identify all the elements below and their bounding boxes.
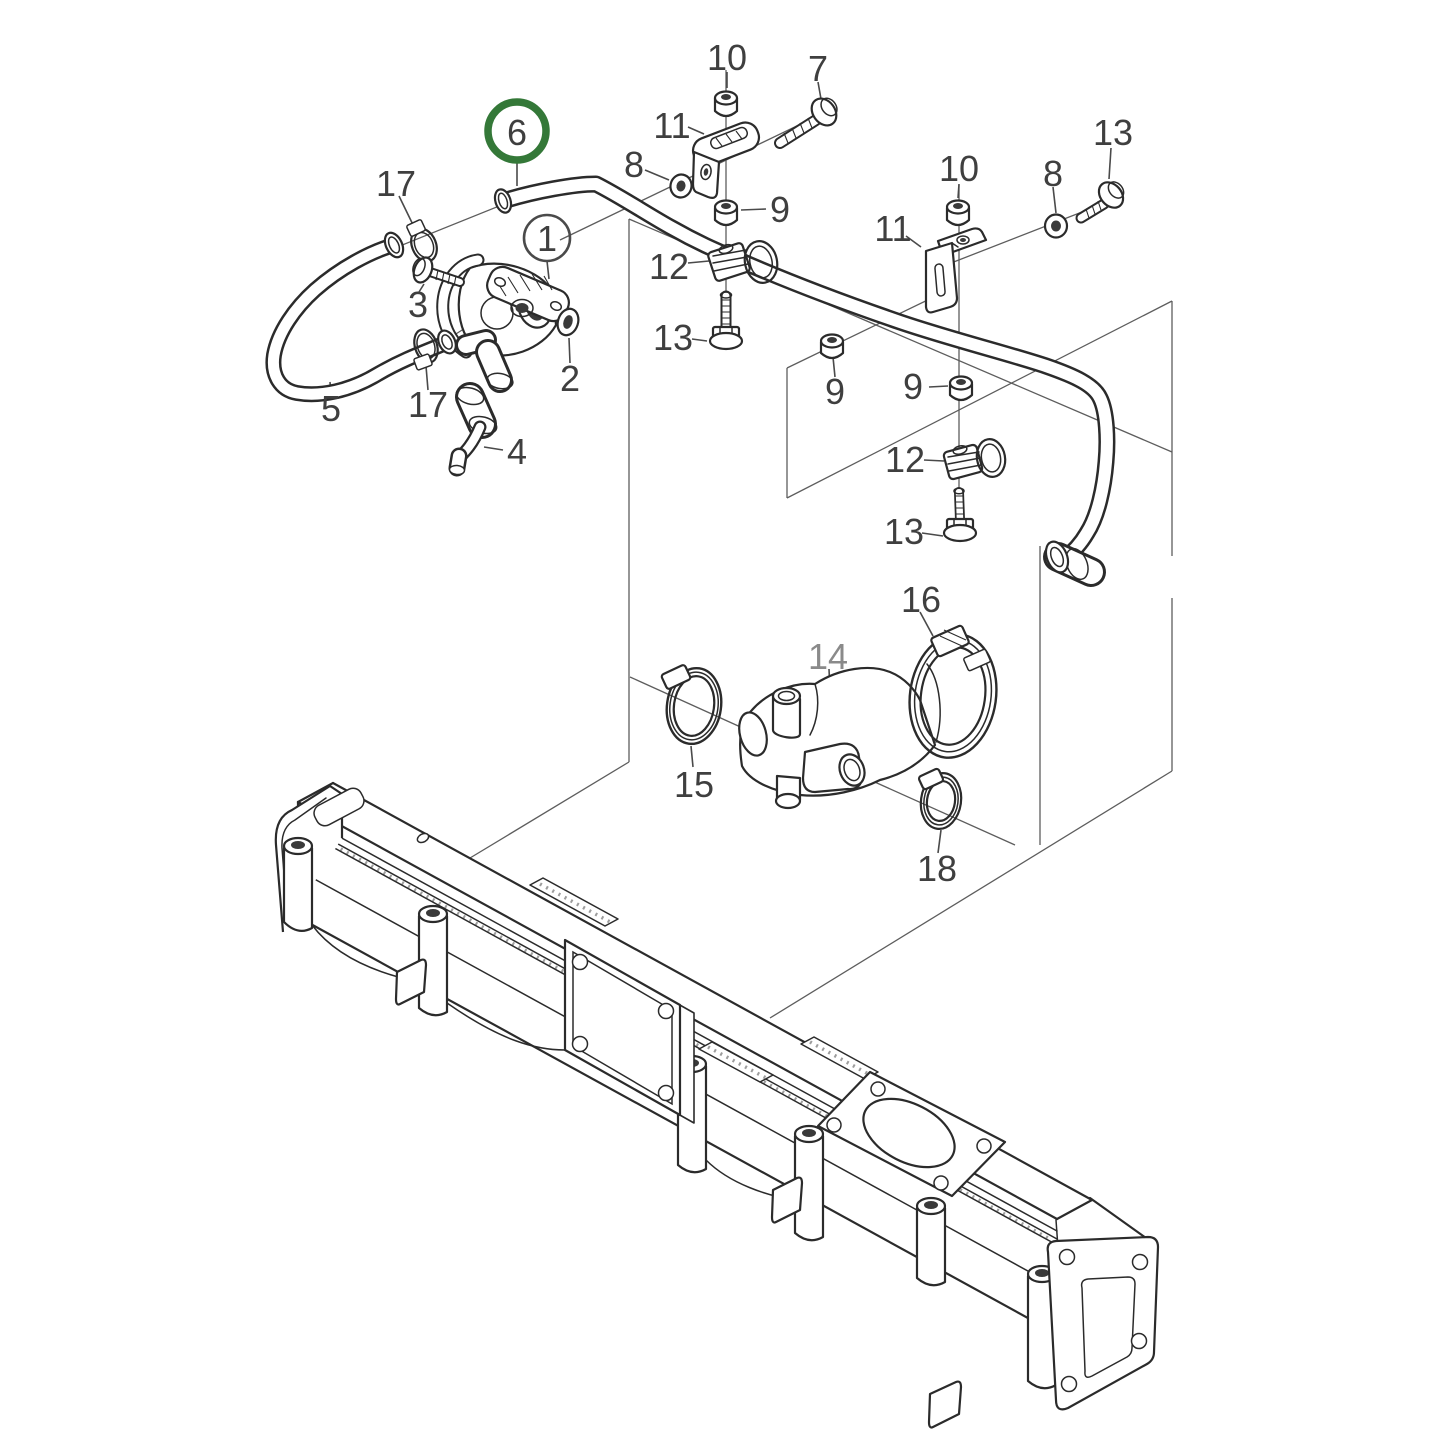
callout-9-left[interactable]: 9 (770, 189, 790, 230)
callout-8-left[interactable]: 8 (624, 144, 644, 185)
manifold-pin-hole (416, 832, 430, 844)
bolt-3 (412, 256, 465, 287)
callout-8-right[interactable]: 8 (1043, 153, 1063, 194)
hose-clamp-15 (660, 664, 723, 746)
screw-13b-top (1075, 181, 1125, 224)
nut-10b (945, 199, 971, 227)
callout-13-topright[interactable]: 13 (1093, 112, 1133, 153)
leader-lines (329, 72, 1112, 854)
callout-11-right[interactable]: 11 (874, 208, 911, 249)
washer-2 (556, 307, 580, 337)
hose-clamp-16 (908, 624, 998, 759)
nut-9b-right (948, 375, 974, 402)
manifold-tabs (394, 958, 963, 1429)
washer-8b (1043, 213, 1069, 239)
elbow-fitting-4 (448, 382, 498, 477)
hose-6[interactable] (492, 175, 1116, 587)
callout-2[interactable]: 2 (560, 358, 580, 399)
callout-16[interactable]: 16 (901, 579, 941, 620)
screw-7 (774, 97, 838, 149)
bracket-cluster-right (819, 181, 1125, 543)
clamp-12b (942, 438, 1007, 481)
elbow-side-port (801, 742, 866, 794)
callout-14[interactable]: 14 (808, 636, 848, 677)
valve-assembly-1 (436, 253, 570, 393)
callout-15[interactable]: 15 (674, 764, 714, 805)
callout-12-left[interactable]: 12 (649, 246, 689, 287)
nut-9b-left (819, 333, 845, 360)
elbow-pipe-assembly (660, 624, 998, 830)
callout-1[interactable]: 1 (537, 218, 557, 259)
bolt-13a (708, 290, 744, 351)
elbow-bottom-port (774, 774, 802, 810)
callout-4[interactable]: 4 (507, 431, 527, 472)
callout-13-left[interactable]: 13 (653, 317, 693, 358)
elbow-top-port (771, 686, 802, 739)
nut-9a (713, 199, 739, 227)
callout-7[interactable]: 7 (808, 48, 828, 89)
callout-5[interactable]: 5 (321, 388, 341, 429)
bolt-13b (942, 487, 978, 543)
callout-3[interactable]: 3 (408, 284, 428, 325)
hose-clamp-17a (406, 219, 438, 263)
callout-12-right[interactable]: 12 (885, 439, 925, 480)
hose-5 (265, 231, 454, 403)
bracket-11b (924, 227, 988, 314)
callout-10-right[interactable]: 10 (939, 148, 979, 189)
callout-9-mid[interactable]: 9 (825, 371, 845, 412)
bracket-11a (691, 121, 761, 199)
hose-clamp-18 (917, 767, 963, 830)
manifold-pads (529, 877, 879, 1083)
washer-8a (669, 173, 693, 199)
callout-17-bottom[interactable]: 17 (408, 384, 448, 425)
manifold-flange-oval (816, 1070, 1007, 1198)
clamp-12a (707, 240, 779, 284)
manifold-flange-end (1046, 1235, 1160, 1411)
callout-11-left[interactable]: 11 (653, 105, 690, 146)
callout-17-top[interactable]: 17 (376, 163, 416, 204)
nut-10a (713, 90, 739, 118)
callout-18[interactable]: 18 (917, 848, 957, 889)
callout-10-left[interactable]: 10 (707, 37, 747, 78)
manifold-assembly (274, 781, 1160, 1429)
callout-6-highlight-circle[interactable] (484, 98, 550, 164)
manifold-slot (313, 787, 365, 827)
callout-1-circle[interactable] (522, 213, 572, 263)
bracket-cluster-left (669, 90, 838, 351)
callout-13-right[interactable]: 13 (884, 511, 924, 552)
callouts: 10 7 13 6 8 11 9 10 8 11 1 17 12 13 9 9 … (321, 37, 1133, 889)
callout-6[interactable]: 6 (507, 112, 527, 153)
hose-clamp-17b (413, 328, 439, 371)
elbow-left-opening (738, 711, 768, 757)
manifold-flange-left (563, 938, 695, 1124)
callout-9-right[interactable]: 9 (903, 366, 923, 407)
